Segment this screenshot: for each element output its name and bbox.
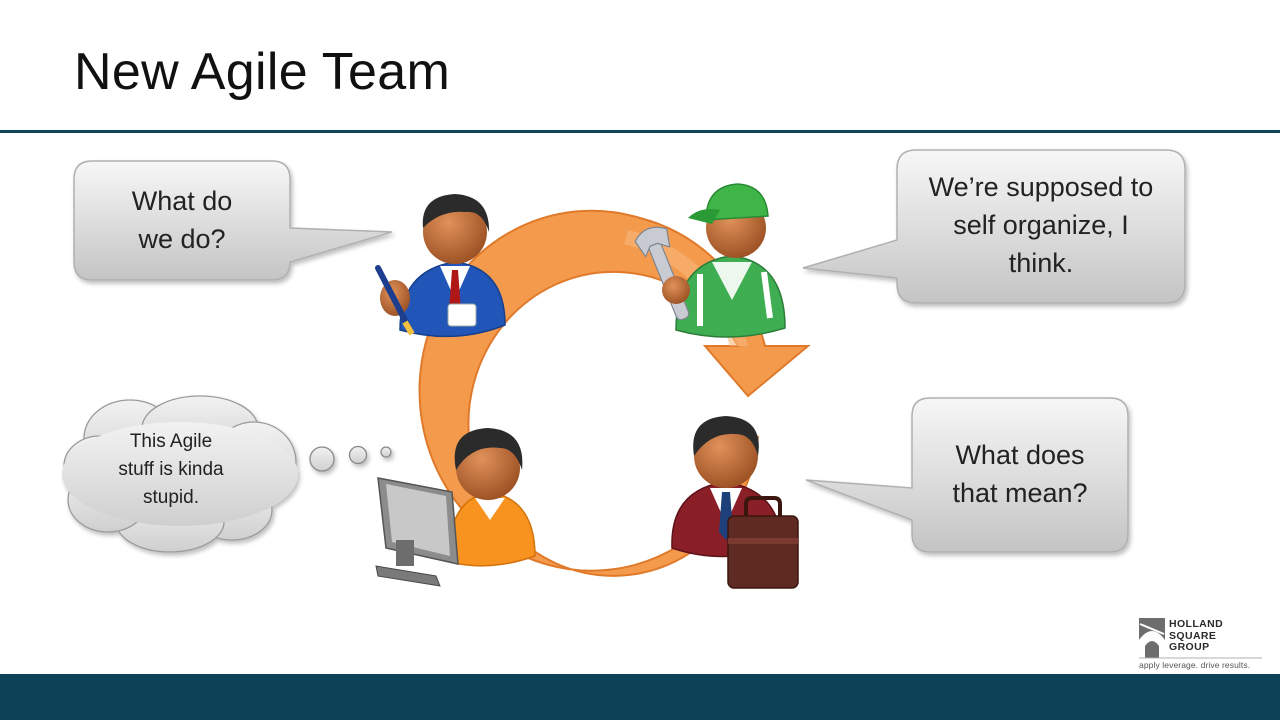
- logo-line-1: HOLLAND: [1169, 618, 1224, 630]
- speech-bubble-top-right: [802, 149, 1186, 304]
- speech-bubble-bottom-right: [805, 397, 1129, 553]
- speech-bubble-top-left: [73, 160, 393, 281]
- slide-title: New Agile Team: [74, 43, 451, 101]
- question-what-do-we-do: What do we do?: [131, 186, 233, 254]
- logo-name: HOLLAND SQUARE GROUP: [1169, 618, 1224, 654]
- logo-line-3: GROUP: [1169, 641, 1210, 653]
- logo-line-2: SQUARE: [1169, 629, 1217, 642]
- logo-tagline: apply leverage. drive results.: [1139, 660, 1251, 670]
- business-person-icon: [671, 416, 799, 589]
- thought-agile-is-stupid: This Agile stuff is kinda stupid.: [118, 431, 224, 508]
- worker-person-icon: [634, 183, 786, 338]
- thought-cloud: [62, 395, 392, 553]
- statement-self-organize: We’re supposed to self organize, I think…: [928, 172, 1154, 278]
- developer-person-icon: [375, 428, 536, 587]
- title-divider: [0, 130, 1280, 133]
- manager-person-icon: [375, 194, 506, 338]
- question-what-does-that-mean: What does that mean?: [952, 440, 1088, 508]
- footer-band: [0, 674, 1280, 720]
- holland-square-group-logo-icon: [1139, 618, 1262, 659]
